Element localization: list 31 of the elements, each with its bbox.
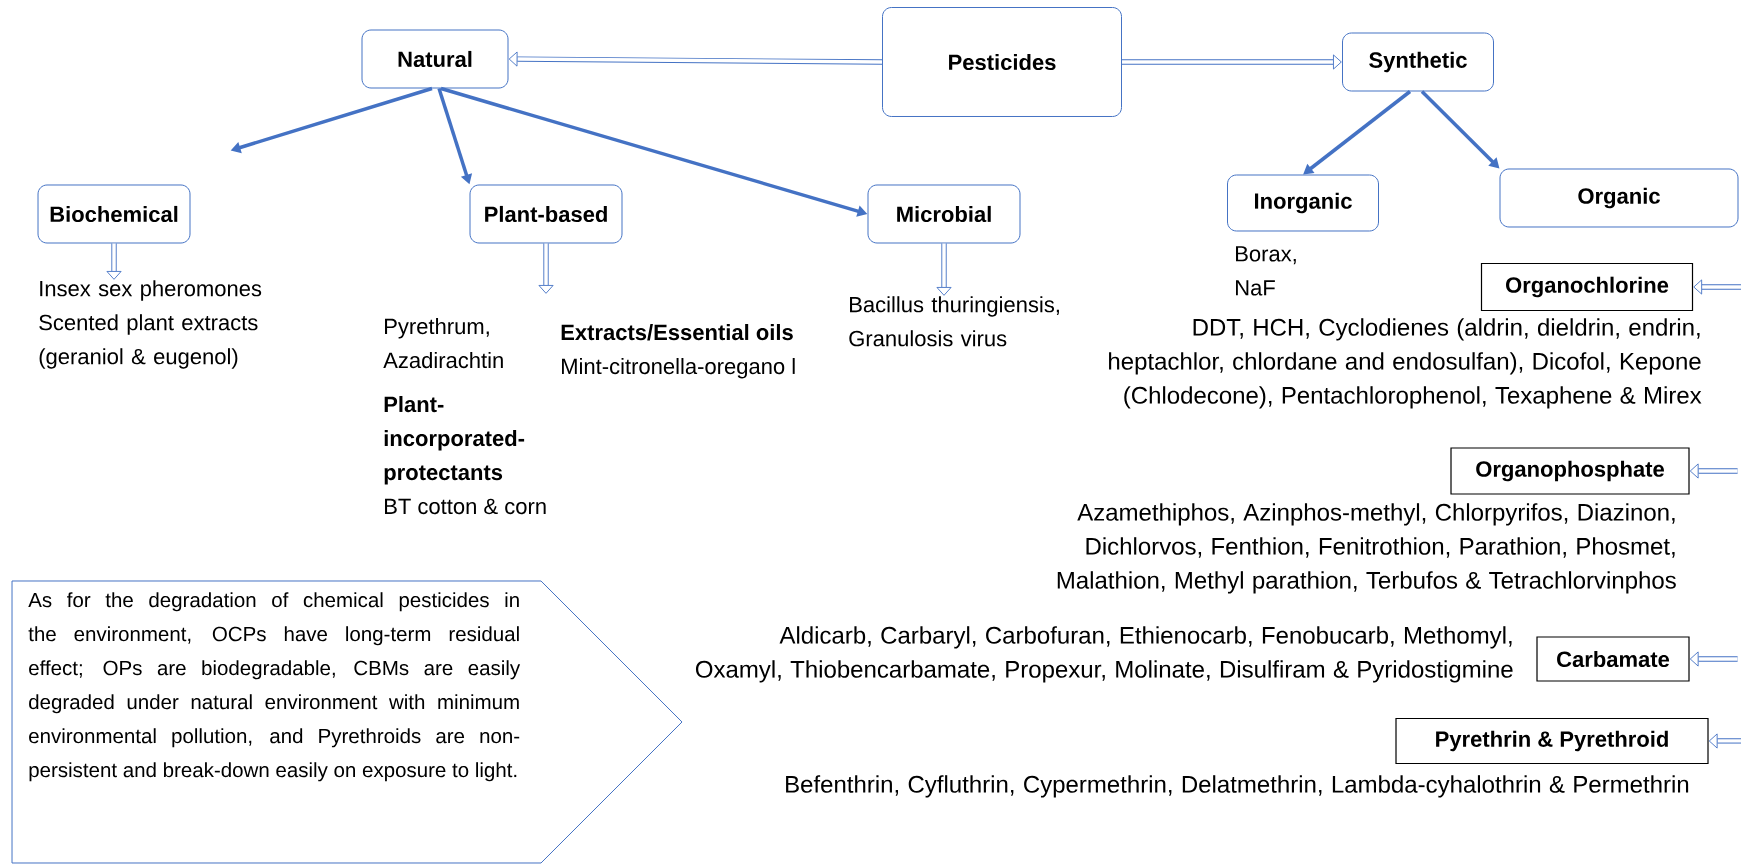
note-callout: As for the degradation of chemical pesticides in the environment, OCPs have long-term residual effect; OPs are biodegradable, CBMs are easily degraded under natural environment with minimum environmental pollution, and Pyrethroids are non-persistent and break-down easily on exposure to light. <box>11 580 683 864</box>
arrow <box>1303 90 1412 175</box>
arrow <box>1122 54 1342 70</box>
example-text: Aldicarb, Carbaryl, Carbofuran, Ethienocarb, Fenobucarb, Methomyl, Oxamyl, Thiobencarbamate, Propexur, Molinate, Disulfiram & Pyridostigmine <box>695 626 1513 683</box>
arrow <box>1689 463 1738 479</box>
category-box: Plant-based <box>469 184 623 244</box>
arrow <box>106 243 122 280</box>
arrow <box>1708 733 1741 749</box>
class-box: Organochlorine <box>1480 262 1694 312</box>
category-box: Pesticides <box>882 7 1122 117</box>
class-box: Pyrethrin & Pyrethroid <box>1395 717 1709 765</box>
example-text: Pyrethrum, Azadirachtin Plant-incorporated-protectants BT cotton & corn Extracts/Essential oils Mint-citronella-oregano l <box>383 318 795 515</box>
example-text: DDT, HCH, Cyclodienes (aldrin, dieldrin, endrin, heptachlor, chlordane and endosulfan), Dicofol, Kepone (Chlodecone), Pentachlorophenol, Texaphene & Mirex <box>1109 318 1702 409</box>
example-text: Befenthrin, Cyfluthrin, Cypermethrin, Delatmethrin, Lambda-cyhalothrin & Permethrin <box>786 775 1689 798</box>
example-text: Azamethiphos, Azinphos-methyl, Chlorpyrifos, Diazinon, Dichlorvos, Fenthion, Fenitrothion, Parathion, Phosmet, Malathion, Methyl parathion, Terbufos & Tetrachlorvinphos <box>1057 503 1676 594</box>
arrow <box>508 51 883 67</box>
arrow <box>936 243 952 296</box>
arrow <box>1689 651 1738 667</box>
category-box: Biochemical <box>37 184 191 244</box>
example-text: Bacillus thuringiensis, Granulosis virus <box>849 296 1059 347</box>
example-text: Borax, NaF <box>1236 246 1296 296</box>
arrow <box>538 243 554 294</box>
class-box: Organophosphate <box>1450 447 1690 495</box>
category-box: Inorganic <box>1227 174 1379 232</box>
example-text: Insex sex pheromones Scented plant extracts (geraniol & eugenol) <box>39 280 262 369</box>
category-box: Natural <box>361 29 509 89</box>
category-box: Microbial <box>867 184 1021 244</box>
class-box: Carbamate <box>1536 636 1690 682</box>
category-box: Organic <box>1499 168 1739 228</box>
arrow <box>1693 279 1741 295</box>
category-box: Synthetic <box>1342 32 1494 92</box>
